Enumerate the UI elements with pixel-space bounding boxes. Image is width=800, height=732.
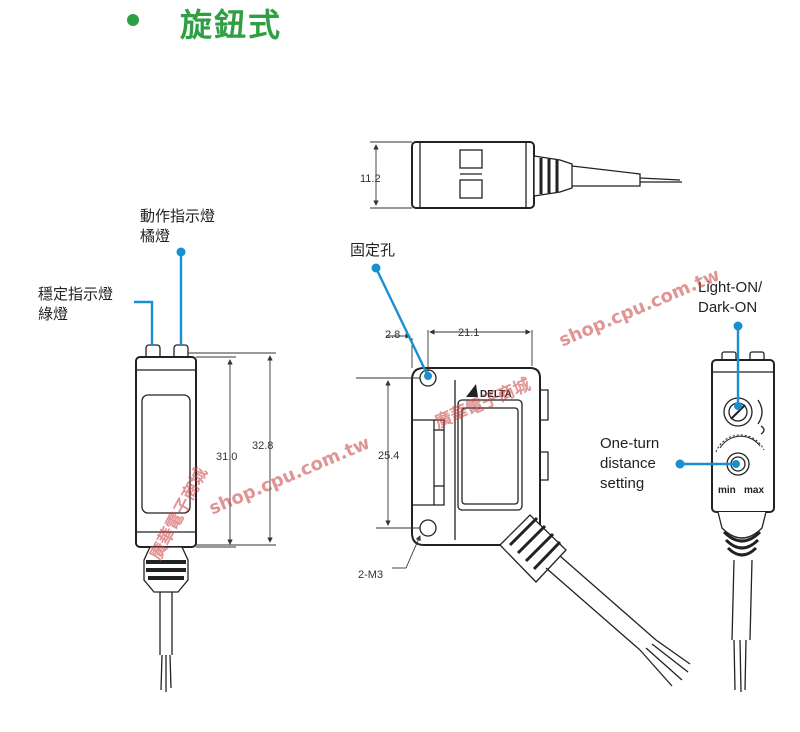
top-view: [411, 141, 682, 209]
top-dimensions: [370, 141, 412, 209]
knob-max-label: max: [744, 485, 764, 496]
dim-hole-offset: 2.8: [385, 329, 400, 341]
dim-total-height: 32.8: [252, 440, 273, 452]
delta-logo-icon: [466, 384, 478, 397]
mount-hole-bottom: [419, 519, 437, 537]
mount-hole-label: 固定孔: [350, 241, 396, 259]
lens-window: [141, 394, 191, 514]
side-view: [411, 367, 691, 687]
title-bullet: [127, 14, 139, 26]
left-dimensions: [188, 352, 276, 548]
dim-screw: 2-M3: [358, 569, 383, 581]
side-dimensions: [356, 329, 533, 569]
left-view: [135, 344, 197, 692]
callout-dots: [176, 247, 743, 469]
distance-setting-label: One-turn distance setting: [600, 435, 660, 492]
knob-min-label: min: [718, 485, 736, 496]
dim-body-height: 31.0: [216, 451, 237, 463]
callout-lines: [134, 252, 740, 466]
action-indicator-label: 動作指示燈 橘燈: [140, 207, 216, 245]
stability-indicator-label: 穩定指示燈 綠燈: [38, 285, 114, 323]
mode-switch-label: Light-ON/ Dark-ON: [698, 279, 763, 316]
back-view: [711, 351, 775, 693]
brand-text: DELTA: [480, 389, 512, 400]
dim-top-height: 11.2: [360, 173, 381, 185]
dim-body-width: 21.1: [458, 327, 479, 339]
page-title: 旋鈕式: [180, 6, 283, 44]
dim-hole-pitch: 25.4: [378, 450, 399, 462]
